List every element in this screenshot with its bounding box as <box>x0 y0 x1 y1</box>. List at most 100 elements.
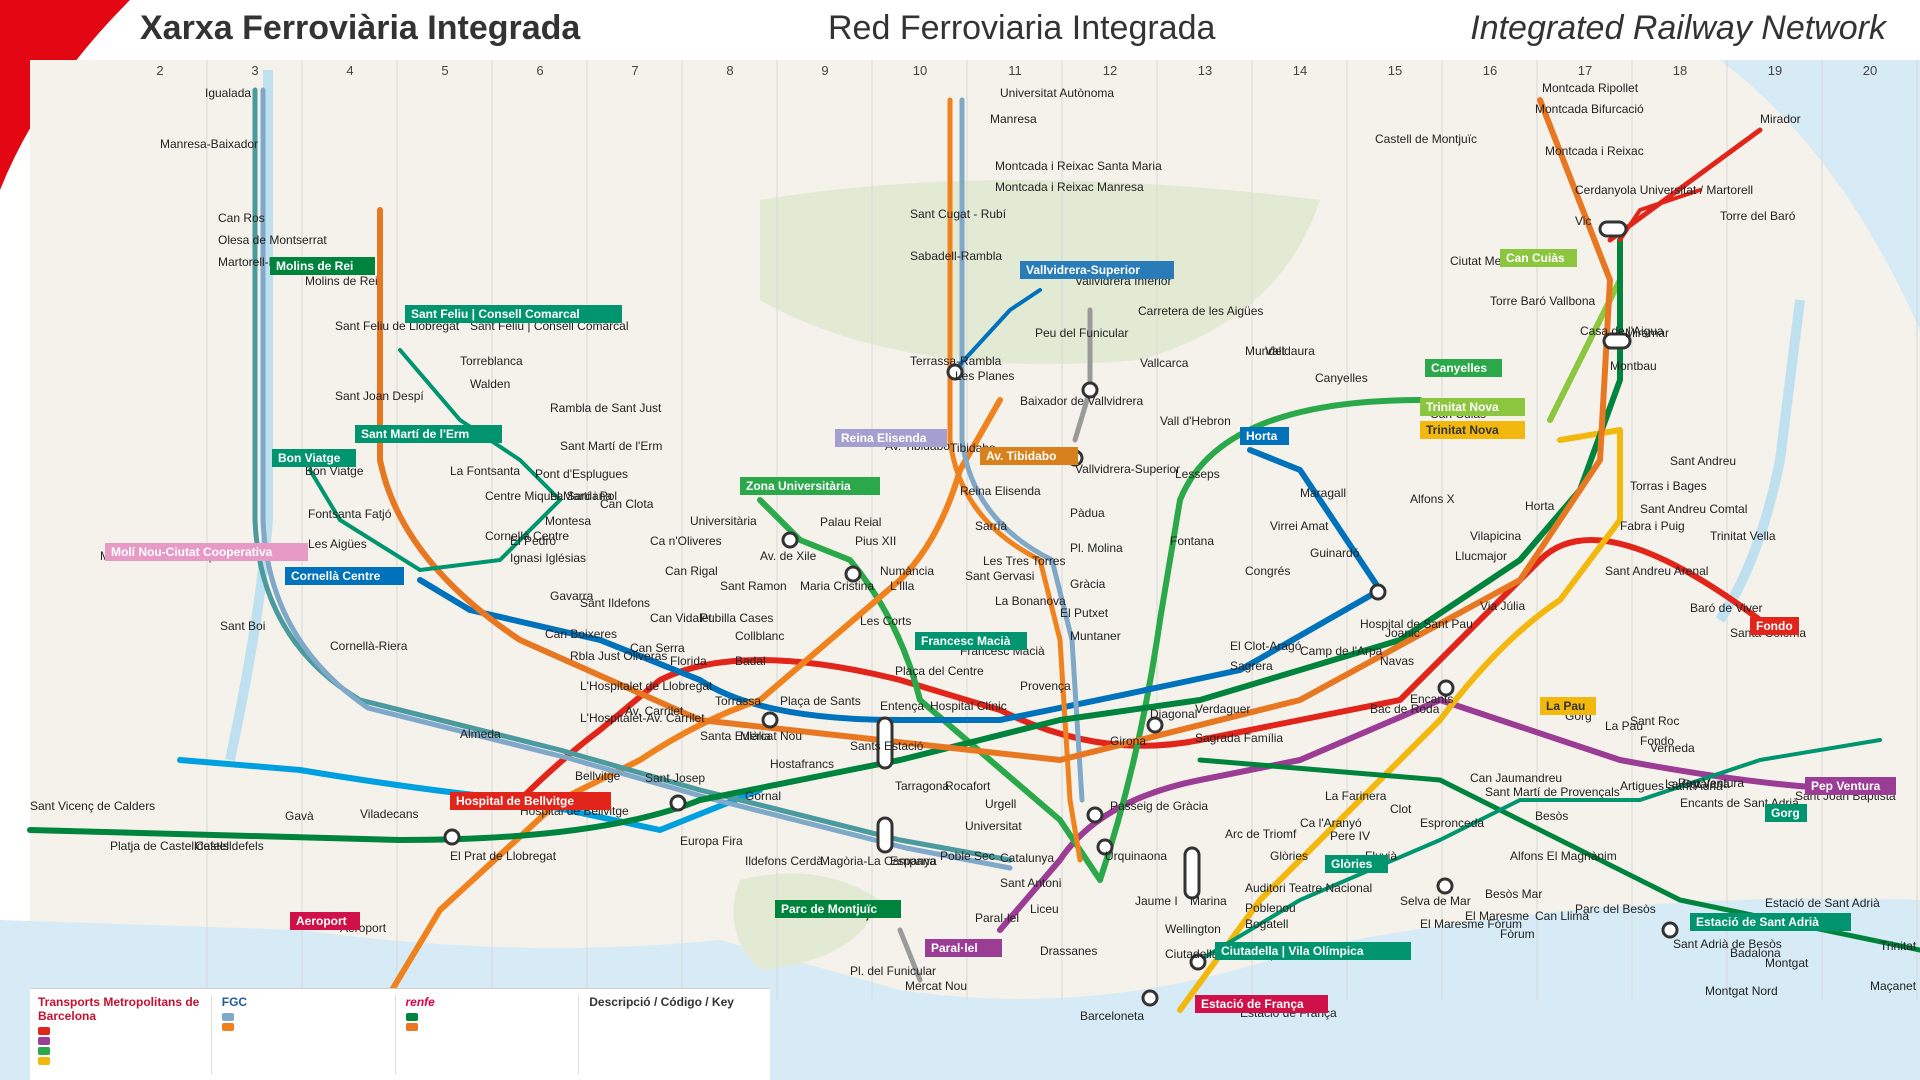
station-label[interactable]: Poble Sec <box>940 849 995 863</box>
station-label[interactable]: Vic <box>1575 214 1591 228</box>
station-label[interactable]: Besòs Mar <box>1485 887 1542 901</box>
station-label[interactable]: Centre Miquel Martí i Pol <box>485 489 617 503</box>
station-label[interactable]: La Pau <box>1605 719 1643 733</box>
station-label[interactable]: Cornellà Centre <box>485 529 569 543</box>
station-label[interactable]: Cerdanyola Universitat / Martorell <box>1575 183 1753 197</box>
station-label[interactable]: La Catalana <box>1665 777 1730 791</box>
terminal-badge[interactable]: Reina Elisenda <box>835 429 947 447</box>
station-label[interactable]: Sant Ramon <box>720 579 787 593</box>
station-label[interactable]: Fabra i Puig <box>1620 519 1685 533</box>
station-label[interactable]: Sant Vicenç de Calders <box>30 799 155 813</box>
station-label[interactable]: Baixador de Vallvidrera <box>1020 394 1144 408</box>
station-label[interactable]: Ca n'Oliveres <box>650 534 722 548</box>
station-label[interactable]: Tarragona <box>895 779 949 793</box>
station-label[interactable]: Les Corts <box>860 614 911 628</box>
station-label[interactable]: Can Vidalet <box>650 611 712 625</box>
station-label[interactable]: Badal <box>735 654 766 668</box>
station-label[interactable]: Plaça de Sants <box>780 694 861 708</box>
station-label[interactable]: Miramar <box>1625 326 1669 340</box>
station-label[interactable]: Verdaguer <box>1195 702 1250 716</box>
terminal-badge[interactable]: Fondo <box>1750 617 1799 635</box>
station-label[interactable]: Universitat <box>965 819 1022 833</box>
station-label[interactable]: Almeda <box>460 727 501 741</box>
station-label[interactable]: Pep Ventura <box>1678 776 1744 790</box>
station-label[interactable]: Estació de Sant Adrià <box>1765 896 1880 910</box>
station-label[interactable]: Hospital Clínic <box>930 699 1007 713</box>
terminal-badge[interactable]: Av. Tibidabo <box>980 447 1078 465</box>
station-label[interactable]: Can Serra <box>630 641 685 655</box>
station-label[interactable]: Mercat Nou <box>740 729 802 743</box>
station-label[interactable]: Montcada i Reixac Manresa <box>995 180 1144 194</box>
station-label[interactable]: Wellington <box>1165 922 1221 936</box>
station-label[interactable]: Castell de Montjuïc <box>1375 132 1477 146</box>
station-label[interactable]: Hospital de Sant Pau <box>1360 617 1473 631</box>
station-label[interactable]: El Prat de Llobregat <box>450 849 557 863</box>
station-label[interactable]: Montbau <box>1610 359 1657 373</box>
station-label[interactable]: Cornellà-Riera <box>330 639 408 653</box>
station-label[interactable]: Lesseps <box>1175 467 1220 481</box>
station-label[interactable]: Sant Martí de Provençals <box>1485 785 1620 799</box>
station-label[interactable]: Muntaner <box>1070 629 1121 643</box>
station-label[interactable]: Bon Viatge <box>305 464 364 478</box>
station-label[interactable]: Pàdua <box>1070 506 1105 520</box>
station-label[interactable]: Florida <box>670 654 707 668</box>
station-label[interactable]: Palau Reial <box>820 515 881 529</box>
station-label[interactable]: Carretera de les Aigües <box>1138 304 1263 318</box>
station-label[interactable]: Castelldefels <box>195 839 264 853</box>
station-label[interactable]: Joanic <box>1385 626 1420 640</box>
station-label[interactable]: Pont d'Esplugues <box>535 467 628 481</box>
terminal-badge[interactable]: Hospital de Bellvitge <box>450 792 611 810</box>
station-label[interactable]: Universitat Autònoma <box>1000 86 1114 100</box>
station-label[interactable]: Espanya <box>890 854 937 868</box>
station-label[interactable]: Pl. Molina <box>1070 541 1123 555</box>
station-label[interactable]: L'Hospitalet-Av. Carrilet <box>580 711 705 725</box>
terminal-badge[interactable]: La Pau <box>1540 697 1596 715</box>
station-label[interactable]: Igualada <box>205 86 251 100</box>
station-label[interactable]: Parc del Besòs <box>1575 902 1656 916</box>
station-label[interactable]: Europa Fira <box>680 834 743 848</box>
station-label[interactable]: Horta <box>1525 499 1555 513</box>
station-label[interactable]: Manresa <box>990 112 1037 126</box>
station-label[interactable]: Montcada i Reixac <box>1545 144 1644 158</box>
station-label[interactable]: Camp de l'Arpa <box>1300 644 1383 658</box>
terminal-badge[interactable]: Parc de Montjuïc <box>775 900 901 918</box>
station-label[interactable]: Glòries <box>1270 849 1308 863</box>
station-label[interactable]: Torre del Baró <box>1720 209 1796 223</box>
station-label[interactable]: Sant Cugat - Rubí <box>910 207 1007 221</box>
terminal-badge[interactable]: Bon Viatge <box>272 449 356 467</box>
station-label[interactable]: Drassanes <box>1040 944 1097 958</box>
station-label[interactable]: Artigues Sant Adrià <box>1620 779 1723 793</box>
station-label[interactable]: Montcada Ripollet <box>1542 81 1639 95</box>
station-label[interactable]: Sabadell-Rambla <box>910 249 1002 263</box>
station-label[interactable]: Ignasi Iglésias <box>510 551 586 565</box>
station-label[interactable]: Fòrum <box>1500 927 1535 941</box>
station-label[interactable]: Sant Andreu <box>1670 454 1736 468</box>
station-label[interactable]: Diagonal <box>1150 707 1197 721</box>
terminal-badge[interactable]: Paral·lel <box>925 939 1002 957</box>
station-label[interactable]: Magòria-La Campana <box>820 854 936 868</box>
terminal-badge[interactable]: Aeroport <box>290 912 360 930</box>
station-label[interactable]: Universitària <box>690 514 757 528</box>
station-label[interactable]: Bellvitge <box>575 769 621 783</box>
station-label[interactable]: Bac de Roda <box>1370 702 1440 716</box>
terminal-badge[interactable]: Estació de Sant Adrià <box>1690 913 1851 931</box>
station-label[interactable]: Av. de Xile <box>760 549 817 563</box>
station-label[interactable]: Av. Carrilet <box>625 704 684 718</box>
station-label[interactable]: La Sardana <box>550 489 612 503</box>
terminal-badge[interactable]: Molí Nou-Ciutat Cooperativa <box>105 543 308 561</box>
station-label[interactable]: Rbla Just Oliveras <box>570 649 667 663</box>
station-label[interactable]: Vallvidrera-Superior <box>1075 462 1180 476</box>
station-label[interactable]: Sant Roc <box>1630 714 1679 728</box>
station-label[interactable]: Mirador <box>1760 112 1801 126</box>
station-label[interactable]: Can Rigal <box>665 564 718 578</box>
terminal-badge[interactable]: Sant Martí de l'Erm <box>355 425 502 443</box>
station-label[interactable]: Sant Joan Despí <box>335 389 424 403</box>
station-label[interactable]: Sant Andreu Arenal <box>1605 564 1708 578</box>
station-label[interactable]: Fontana <box>1170 534 1214 548</box>
station-label[interactable]: Virrei Amat <box>1270 519 1329 533</box>
station-label[interactable]: El Maresme <box>1465 909 1529 923</box>
station-label[interactable]: Trinitat Nova <box>1880 939 1920 953</box>
station-label[interactable]: Sant Martí de l'Erm <box>560 439 662 453</box>
station-label[interactable]: Torre Baró Vallbona <box>1490 294 1595 308</box>
station-label[interactable]: Sagrada Família <box>1195 731 1283 745</box>
